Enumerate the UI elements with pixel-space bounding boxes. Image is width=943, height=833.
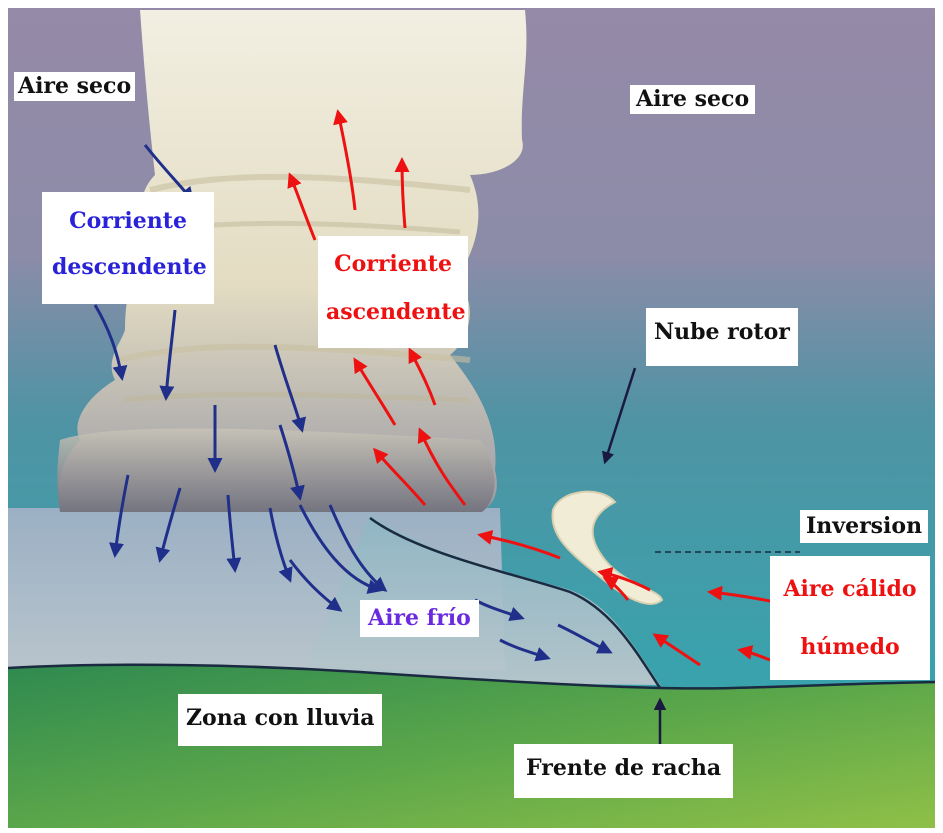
gust-front-boundary xyxy=(369,516,662,689)
label-text: Frente de racha xyxy=(526,755,722,781)
updraft-arrow xyxy=(477,530,561,560)
updraft-arrow xyxy=(597,567,651,592)
label-text: Aire seco xyxy=(636,86,750,112)
updraft-arrow xyxy=(602,576,630,601)
label-text: Nube rotor xyxy=(654,319,790,345)
updraft-arrow xyxy=(707,585,776,604)
label-text: Zona con lluvia xyxy=(186,705,375,731)
updraft-arrow xyxy=(652,633,701,667)
updraft-arrow xyxy=(417,427,467,506)
label-frente-de-racha: Frente de racha xyxy=(514,744,734,798)
label-aire-calido-humedo: Aire cálido húmedo xyxy=(770,556,930,680)
downdraft-arrow xyxy=(328,504,388,592)
downdraft-arrow xyxy=(557,623,613,654)
label-text: Inversion xyxy=(806,513,923,539)
updraft-arrow xyxy=(408,347,437,406)
downdraft-arrow xyxy=(93,304,128,381)
label-corriente-ascendente: Corriente ascendente xyxy=(318,236,468,348)
ground xyxy=(8,664,935,828)
downdraft-arrow xyxy=(155,487,182,563)
label-zona-con-lluvia: Zona con lluvia xyxy=(178,694,383,746)
updraft-arrows xyxy=(287,109,776,667)
updraft-arrow xyxy=(373,447,427,506)
downdraft-arrow xyxy=(226,494,242,573)
downdraft-arrow xyxy=(108,474,130,558)
downdraft-arrow xyxy=(278,424,305,501)
downdraft-arrow xyxy=(298,504,383,594)
downdraft-arrow xyxy=(474,598,525,622)
label-text: húmedo xyxy=(800,634,900,660)
label-text: Corriente xyxy=(334,251,452,277)
rotor-pointer-arrow xyxy=(602,367,637,465)
label-aire-seco-right: Aire seco xyxy=(630,85,756,115)
downdraft-arrow xyxy=(268,507,293,583)
label-nube-rotor: Nube rotor xyxy=(646,308,798,366)
updraft-arrow xyxy=(394,157,410,229)
label-text: Aire cálido xyxy=(783,576,917,602)
label-corriente-descendente: Corriente descendente xyxy=(42,192,214,304)
updraft-arrow xyxy=(737,645,771,662)
label-text: ascendente xyxy=(326,299,466,325)
cold-air-pool xyxy=(300,515,660,685)
updraft-arrow xyxy=(353,357,397,426)
ground-line xyxy=(7,663,936,690)
updraft-arrow xyxy=(333,109,357,211)
label-inversion: Inversion xyxy=(800,510,929,544)
downdraft-arrow xyxy=(499,638,551,662)
updraft-arrow xyxy=(287,172,317,241)
label-text: Corriente xyxy=(69,208,187,234)
label-text: Aire frío xyxy=(368,605,471,631)
downdraft-arrow xyxy=(273,344,306,433)
label-text: Aire seco xyxy=(18,73,132,99)
downdraft-arrow xyxy=(159,309,177,401)
downdraft-arrow xyxy=(288,559,343,612)
label-text: descendente xyxy=(52,254,207,280)
label-aire-frio: Aire frío xyxy=(360,600,479,638)
label-aire-seco-left: Aire seco xyxy=(14,72,136,102)
